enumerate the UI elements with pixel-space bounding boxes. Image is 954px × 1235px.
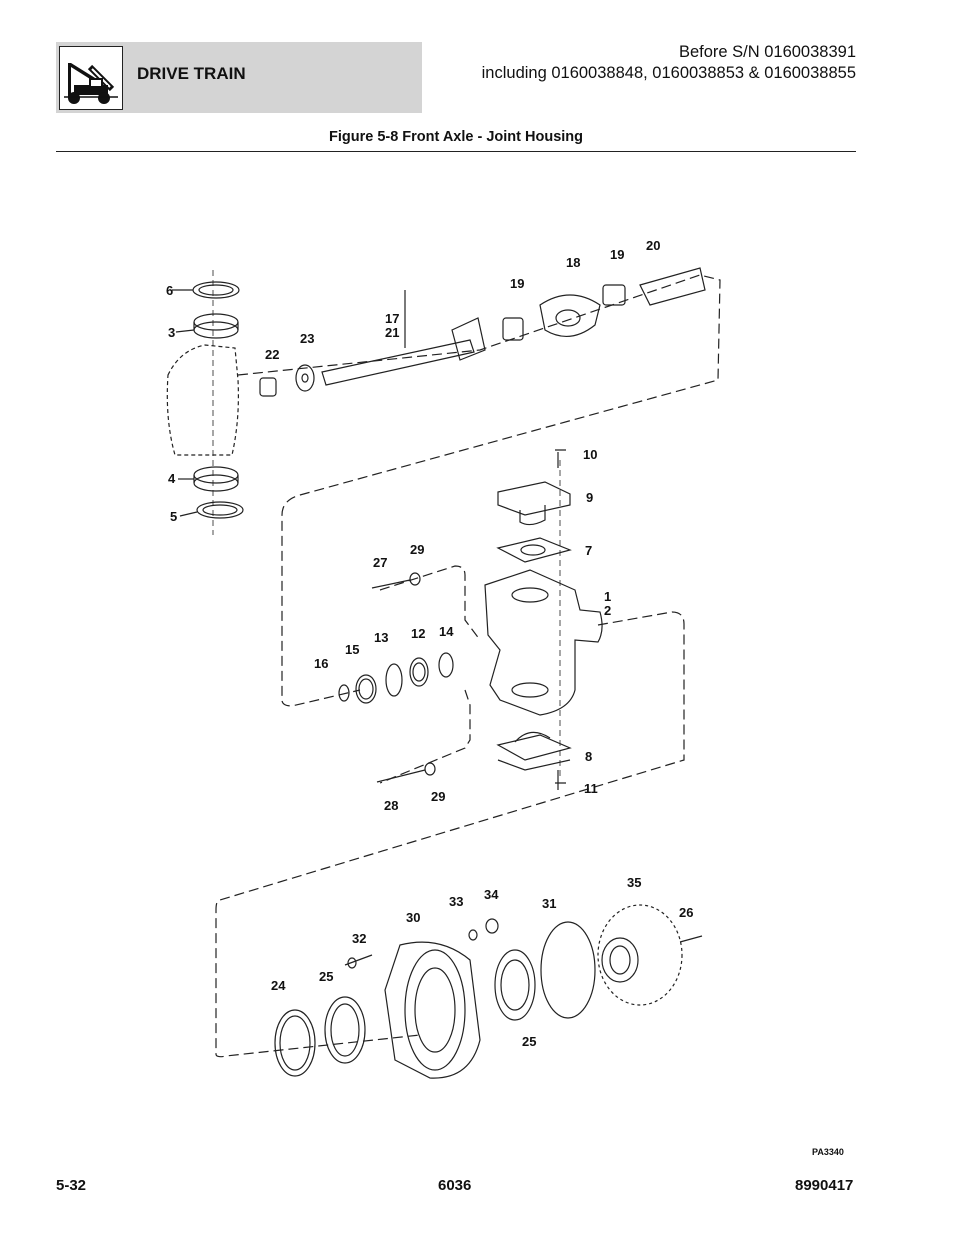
- figure-title: Figure 5-8 Front Axle - Joint Housing: [328, 129, 584, 145]
- serial-line-2: including 0160038848, 0160038853 & 01600…: [481, 64, 856, 82]
- callout-13: 13: [374, 630, 388, 645]
- callout-29b: 29: [431, 789, 445, 804]
- footer-page-number: 5-32: [56, 1177, 87, 1194]
- callout-20: 20: [646, 238, 660, 253]
- callout-25a: 25: [319, 969, 333, 984]
- callout-28: 28: [384, 798, 398, 813]
- callout-5: 5: [170, 509, 177, 524]
- callout-26: 26: [679, 905, 693, 920]
- footer-doc-number: 8990417: [795, 1177, 854, 1194]
- callout-15: 15: [345, 642, 359, 657]
- header-rule: [56, 151, 856, 152]
- callout-8: 8: [585, 749, 592, 764]
- serial-line-1: Before S/N 0160038391: [678, 43, 856, 61]
- callout-27: 27: [373, 555, 387, 570]
- callout-14: 14: [439, 624, 454, 639]
- callout-32: 32: [352, 931, 366, 946]
- serial-note: Before S/N 0160038391 including 01600388…: [482, 42, 856, 84]
- footer-model: 6036: [438, 1177, 472, 1194]
- callout-35: 35: [627, 875, 641, 890]
- callout-34: 34: [484, 887, 499, 902]
- callout-18: 18: [566, 255, 580, 270]
- callout-11: 11: [584, 781, 598, 796]
- telehandler-machine-icon: [59, 46, 123, 110]
- figure-reference-code: PA3340: [812, 1147, 844, 1157]
- callout-31: 31: [542, 896, 556, 911]
- callout-23: 23: [300, 331, 314, 346]
- callout-24: 24: [271, 978, 286, 993]
- callout-16: 16: [314, 656, 328, 671]
- callout-2: 2: [604, 603, 611, 618]
- callout-4: 4: [168, 471, 176, 486]
- callout-19a: 19: [510, 276, 524, 291]
- callout-10: 10: [583, 447, 597, 462]
- callout-29a: 29: [410, 542, 424, 557]
- callout-7: 7: [585, 543, 592, 558]
- callout-19b: 19: [610, 247, 624, 262]
- callout-21: 21: [385, 325, 399, 340]
- callout-1: 1: [604, 589, 611, 604]
- callout-3: 3: [168, 325, 175, 340]
- section-title: DRIVE TRAIN: [137, 64, 246, 83]
- callout-12: 12: [411, 626, 425, 641]
- callout-33: 33: [449, 894, 463, 909]
- callout-17: 17: [385, 311, 399, 326]
- callout-25b: 25: [522, 1034, 536, 1049]
- callout-9: 9: [586, 490, 593, 505]
- callout-6: 6: [166, 283, 173, 298]
- callout-22: 22: [265, 347, 279, 362]
- callout-30: 30: [406, 910, 420, 925]
